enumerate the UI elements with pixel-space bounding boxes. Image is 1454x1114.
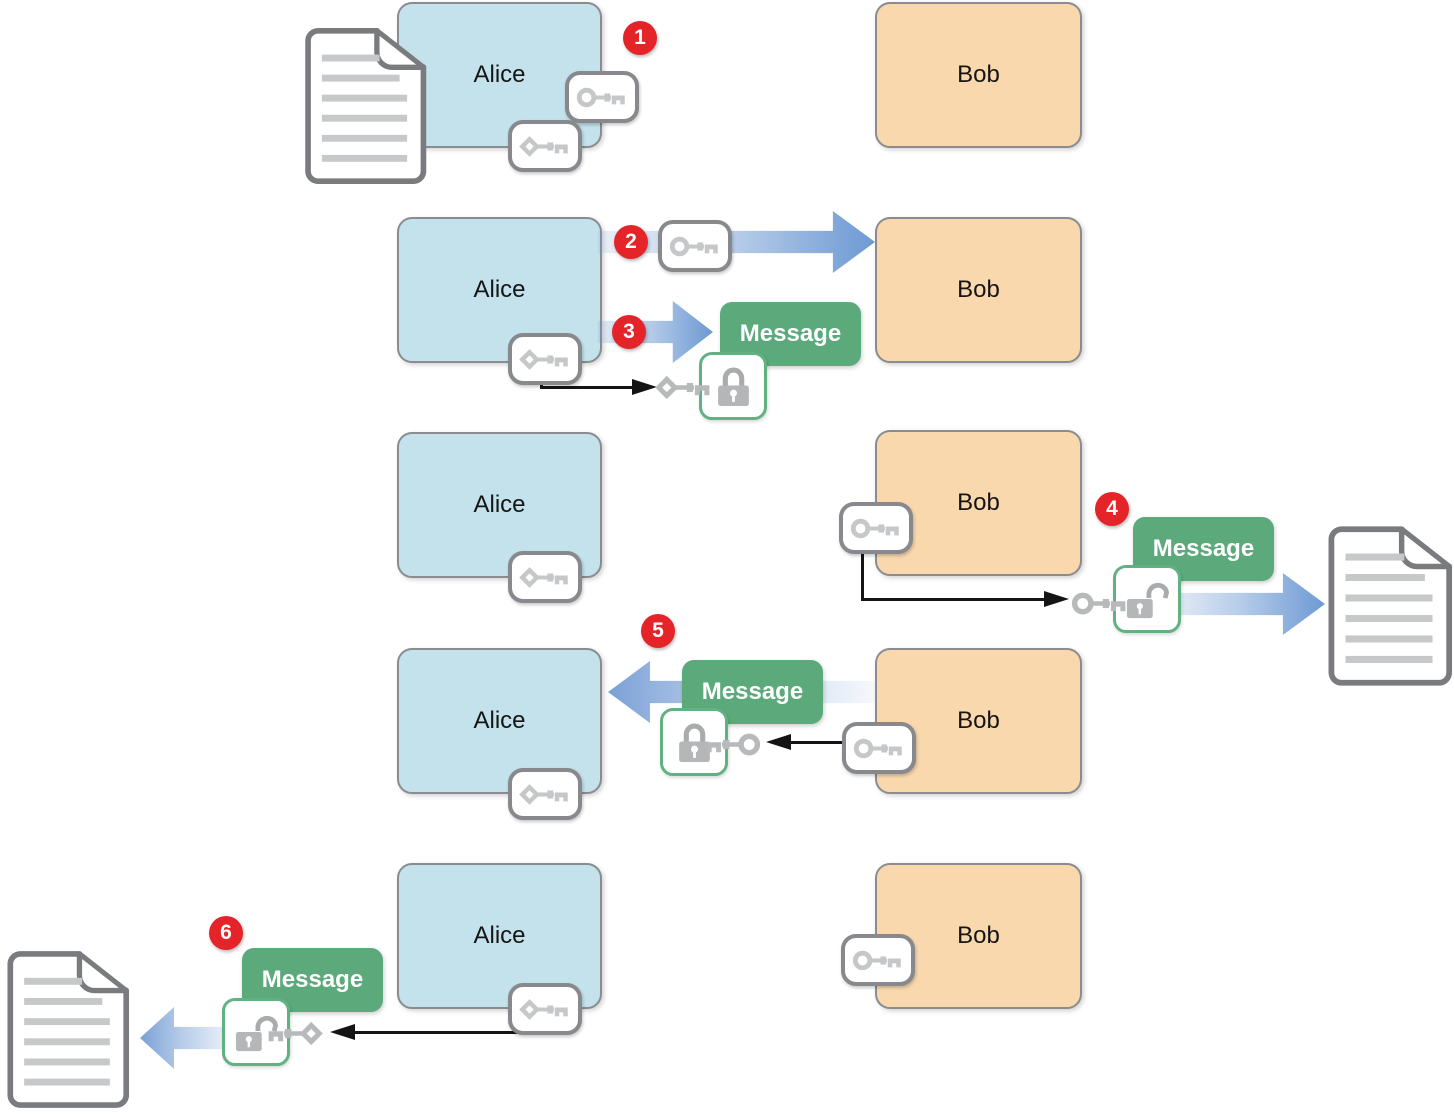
- alice-private-key-pill: [508, 333, 582, 385]
- alice-private-key-pill: [508, 983, 582, 1035]
- public-key-icon: [669, 233, 721, 260]
- alice-label: Alice: [473, 61, 526, 88]
- connector-arrowhead-left: [766, 734, 791, 750]
- private-key-icon: [264, 1019, 324, 1048]
- bob-box-step3: Bob: [875, 430, 1082, 576]
- alice-label: Alice: [473, 276, 526, 303]
- alice-label: Alice: [473, 491, 526, 518]
- connector-arrowhead-right: [1044, 591, 1069, 607]
- private-key-icon: [519, 996, 571, 1023]
- padlock-open-icon: [1124, 578, 1170, 620]
- document-icon: [301, 27, 428, 185]
- alice-private-key-pill: [508, 768, 582, 820]
- bob-box-step1: Bob: [875, 2, 1082, 148]
- connector-arrowhead-right: [632, 379, 657, 395]
- lock-open-container: [1113, 565, 1181, 633]
- step-badge-1: 1: [623, 21, 657, 55]
- alice-label: Alice: [473, 707, 526, 734]
- public-key-icon: [852, 947, 904, 974]
- connector-line: [861, 543, 864, 601]
- connector-arrowhead-left: [330, 1024, 355, 1040]
- bob-label: Bob: [957, 489, 1000, 516]
- connector-line: [861, 598, 1046, 601]
- document-icon: [4, 949, 130, 1110]
- connector-line: [540, 386, 634, 389]
- step-badge-2: 2: [614, 225, 648, 259]
- bob-key-pill: [839, 502, 913, 554]
- private-key-icon: [519, 133, 571, 160]
- message-box-encrypted-by-bob: Message: [682, 660, 823, 724]
- step-badge-6: 6: [209, 916, 243, 950]
- bob-label: Bob: [957, 922, 1000, 949]
- document-icon: [1325, 524, 1453, 688]
- public-key-icon: [702, 730, 762, 759]
- private-key-icon: [654, 373, 714, 402]
- bob-box-step2: Bob: [875, 217, 1082, 363]
- bob-box-step5: Bob: [875, 863, 1082, 1009]
- public-key-icon: [576, 84, 628, 111]
- alice-public-key-pill: [565, 71, 639, 123]
- private-key-icon: [519, 346, 571, 373]
- step-badge-5: 5: [641, 614, 675, 648]
- bob-label: Bob: [957, 707, 1000, 734]
- padlock-closed-icon: [715, 365, 752, 408]
- connector-line: [790, 741, 844, 744]
- public-key-icon: [850, 515, 902, 542]
- private-key-icon: [519, 564, 571, 591]
- lock-closed-container: [699, 352, 767, 420]
- alice-label: Alice: [473, 922, 526, 949]
- public-key-icon: [1070, 589, 1130, 618]
- step-badge-3: 3: [612, 315, 646, 349]
- step-badge-4: 4: [1095, 492, 1129, 526]
- private-key-icon: [519, 781, 571, 808]
- bob-label: Bob: [957, 61, 1000, 88]
- bob-key-pill: [841, 934, 915, 986]
- arrow-reveal-reply-plaintext: [140, 1007, 232, 1069]
- arrow-reveal-plaintext: [1158, 573, 1325, 635]
- bob-key-pill: [842, 722, 916, 774]
- public-key-icon: [853, 735, 905, 762]
- public-key-in-transit-pill: [658, 220, 732, 272]
- alice-private-key-pill: [508, 120, 582, 172]
- alice-private-key-pill: [508, 551, 582, 603]
- connector-line: [354, 1031, 543, 1034]
- bob-label: Bob: [957, 276, 1000, 303]
